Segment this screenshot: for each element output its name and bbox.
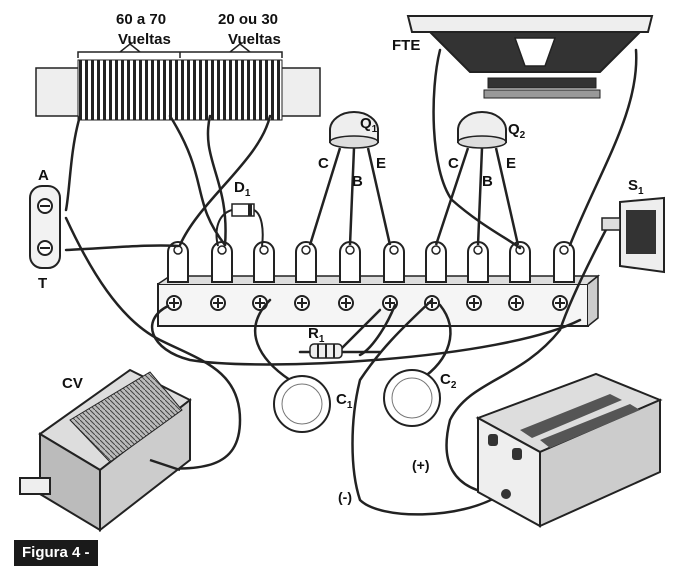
resistor-label: R1 bbox=[308, 325, 325, 345]
capacitor-c1-label: C1 bbox=[336, 391, 353, 411]
screw-slot bbox=[255, 298, 265, 308]
screw-slot bbox=[469, 298, 479, 308]
variable-capacitor-cv bbox=[19, 368, 192, 533]
lug-hole bbox=[431, 245, 441, 255]
q1-pin-b: B bbox=[352, 173, 363, 190]
solder-lug bbox=[295, 241, 317, 283]
speaker-label: FTE bbox=[392, 37, 420, 54]
lug-hole bbox=[301, 245, 311, 255]
transistor-q2-label: Q2 bbox=[508, 121, 526, 141]
solder-lug bbox=[167, 241, 189, 283]
transistor-q1 bbox=[308, 111, 392, 246]
coil-turns-2-label: 20 ou 30 bbox=[218, 11, 278, 28]
transistor-q1-label: Q1 bbox=[360, 115, 378, 135]
solder-lug bbox=[509, 241, 531, 283]
resistor-r1 bbox=[309, 343, 343, 359]
transistor-q2 bbox=[434, 111, 520, 246]
screw-slot bbox=[297, 298, 307, 308]
lug-hole bbox=[217, 245, 227, 255]
wires bbox=[64, 48, 638, 516]
figure-caption: Figura 4 - bbox=[14, 540, 98, 566]
screw-slot bbox=[213, 298, 223, 308]
lug-hole bbox=[389, 245, 399, 255]
solder-lug bbox=[253, 241, 275, 283]
screw-slot bbox=[169, 298, 179, 308]
q1-pin-c: C bbox=[318, 155, 329, 172]
variable-capacitor-label: CV bbox=[62, 375, 83, 392]
capacitor-c1 bbox=[273, 375, 331, 433]
solder-lug bbox=[383, 241, 405, 283]
battery-holder bbox=[475, 372, 663, 528]
battery-plus-label: (+) bbox=[412, 457, 430, 473]
q2-pin-e: E bbox=[506, 155, 516, 172]
terminal-t-label: T bbox=[38, 275, 47, 292]
q1-pin-e: E bbox=[376, 155, 386, 172]
terminal-a-label: A bbox=[38, 167, 49, 184]
capacitor-c2 bbox=[383, 369, 441, 427]
screw-slot bbox=[511, 298, 521, 308]
solder-lug bbox=[553, 241, 575, 283]
coil-turns-1-unit: Vueltas bbox=[118, 31, 171, 48]
screw-slot bbox=[555, 298, 565, 308]
coil-turns-2-unit: Vueltas bbox=[228, 31, 281, 48]
switch-s1 bbox=[601, 196, 665, 274]
terminal-strip bbox=[157, 241, 601, 327]
coil-form bbox=[35, 43, 321, 121]
switch-label: S1 bbox=[628, 177, 644, 197]
battery-minus-label: (-) bbox=[338, 489, 352, 505]
antenna-terminal bbox=[29, 185, 61, 269]
lug-hole bbox=[345, 245, 355, 255]
lug-hole bbox=[259, 245, 269, 255]
labels: 60 a 70 Vueltas 20 ou 30 Vueltas FTE A T… bbox=[38, 11, 644, 505]
lug-hole bbox=[559, 245, 569, 255]
coil-turns-1-label: 60 a 70 bbox=[116, 11, 166, 28]
screw-slot bbox=[341, 298, 351, 308]
capacitor-c2-label: C2 bbox=[440, 371, 457, 391]
screw-slot bbox=[385, 298, 395, 308]
q2-pin-c: C bbox=[448, 155, 459, 172]
lug-hole bbox=[473, 245, 483, 255]
diode-label: D1 bbox=[234, 179, 251, 199]
diode-d1 bbox=[215, 203, 264, 247]
q2-pin-b: B bbox=[482, 173, 493, 190]
speaker bbox=[406, 15, 654, 99]
